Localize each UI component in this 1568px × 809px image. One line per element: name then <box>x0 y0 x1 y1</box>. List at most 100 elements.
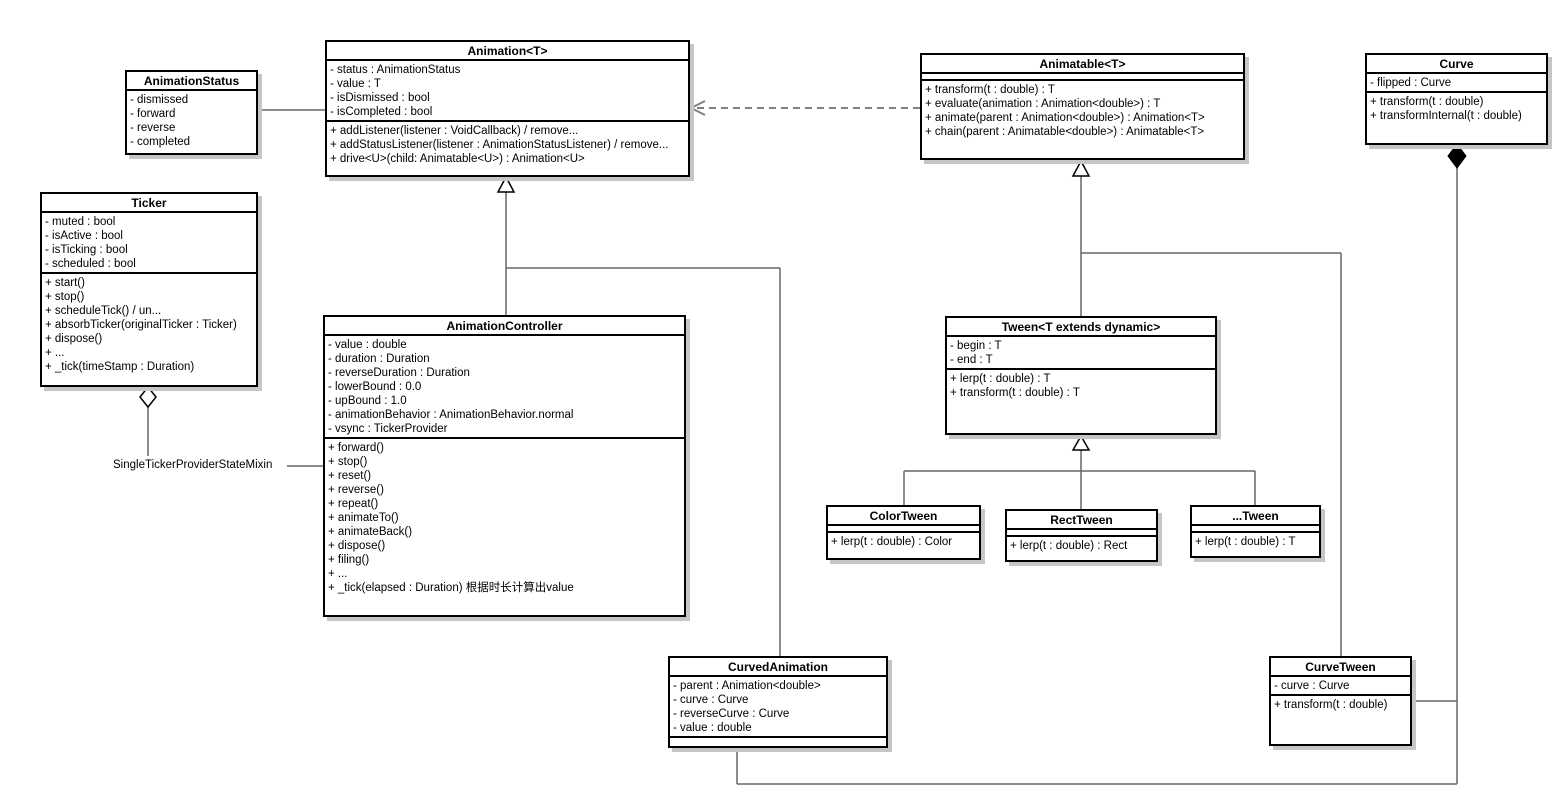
class-member: - curve : Curve <box>1274 680 1350 692</box>
class-member: - reverseDuration : Duration <box>328 367 470 379</box>
class-member: + stop() <box>45 291 85 303</box>
class-member: + scheduleTick() / un... <box>45 305 162 317</box>
class-member: + transformInternal(t : double) <box>1370 110 1522 122</box>
class-curve-tween[interactable]: CurveTween - curve : Curve + transform(t… <box>1269 656 1412 746</box>
class-member: - isActive : bool <box>45 230 123 242</box>
class-member: + addListener(listener : VoidCallback) /… <box>330 125 579 137</box>
class-animation-controller[interactable]: AnimationController - value : double- du… <box>323 315 686 617</box>
attributes-compartment <box>1007 528 1156 535</box>
class-member: + absorbTicker(originalTicker : Ticker) <box>45 319 237 331</box>
class-member: - muted : bool <box>45 216 116 228</box>
methods-compartment: + lerp(t : double) : Color <box>828 531 979 550</box>
class-member: - status : AnimationStatus <box>330 64 461 76</box>
class-member: + stop() <box>328 456 368 468</box>
class-member: - isCompleted : bool <box>330 106 433 118</box>
class-member: - begin : T <box>950 340 1002 352</box>
methods-compartment: + transform(t : double) <box>1271 694 1410 713</box>
attributes-compartment <box>922 72 1243 79</box>
class-title: Curve <box>1439 57 1474 71</box>
class-curve[interactable]: Curve - flipped : Curve + transform(t : … <box>1365 53 1548 145</box>
class-member: + ... <box>328 568 348 580</box>
class-animation[interactable]: Animation<T> - status : AnimationStatus-… <box>325 40 690 177</box>
class-title: ...Tween <box>1232 509 1279 523</box>
class-etc-tween[interactable]: ...Tween + lerp(t : double) : T <box>1190 505 1321 558</box>
class-member: - lowerBound : 0.0 <box>328 381 422 393</box>
edge-curve-composition[interactable] <box>736 166 1458 785</box>
class-member: + repeat() <box>328 498 379 510</box>
class-ticker[interactable]: Ticker - muted : bool- isActive : bool- … <box>40 192 258 387</box>
class-animation-status[interactable]: AnimationStatus - dismissed- forward- re… <box>125 70 258 155</box>
class-member: + animateTo() <box>328 512 399 524</box>
class-title: Animation<T> <box>467 44 548 58</box>
class-member: + evaluate(animation : Animation<double>… <box>925 98 1161 110</box>
class-title: CurvedAnimation <box>727 660 828 674</box>
class-member: + filing() <box>328 554 370 566</box>
class-member: - parent : Animation<double> <box>673 680 821 692</box>
class-tween[interactable]: Tween<T extends dynamic> - begin : T- en… <box>945 316 1217 435</box>
class-member: - dismissed <box>130 94 189 106</box>
class-title: Tween<T extends dynamic> <box>1001 320 1161 334</box>
attributes-compartment: - curve : Curve <box>1271 675 1410 694</box>
class-member: + animate(parent : Animation<double>) : … <box>925 112 1205 124</box>
class-member: + _tick(elapsed : Duration) 根据时长计算出value <box>328 582 574 594</box>
class-title: Ticker <box>131 196 167 210</box>
class-member: + lerp(t : double) : T <box>950 373 1051 385</box>
class-member: - upBound : 1.0 <box>328 395 407 407</box>
class-member: + start() <box>45 277 85 289</box>
label-single-ticker-provider-state-mixin[interactable]: SingleTickerProviderStateMixin <box>113 459 273 471</box>
class-member: - value : double <box>673 722 752 734</box>
class-member: + transform(t : double) <box>1370 96 1484 108</box>
class-member: - animationBehavior : AnimationBehavior.… <box>328 409 574 421</box>
edge-ticker-aggregation[interactable] <box>147 407 323 467</box>
attributes-compartment <box>1192 524 1319 531</box>
class-member: + transform(t : double) : T <box>950 387 1080 399</box>
attributes-compartment: - flipped : Curve <box>1367 72 1546 91</box>
class-member: + transform(t : double) : T <box>925 84 1055 96</box>
class-member: + drive<U>(child: Animatable<U>) : Anima… <box>330 153 585 165</box>
class-member: - reverse <box>130 122 176 134</box>
class-curved-animation[interactable]: CurvedAnimation - parent : Animation<dou… <box>668 656 888 748</box>
class-member: - curve : Curve <box>673 694 749 706</box>
class-member: + reverse() <box>328 484 384 496</box>
class-member: - reverseCurve : Curve <box>673 708 790 720</box>
methods-compartment: + forward()+ stop()+ reset()+ reverse()+… <box>325 437 684 596</box>
class-member: + lerp(t : double) : Color <box>831 536 953 548</box>
class-member: - isTicking : bool <box>45 244 128 256</box>
methods-compartment: + transform(t : double) + transformIntern… <box>1367 91 1546 124</box>
generalization-arrowhead-tween <box>1071 434 1091 451</box>
class-member: + animateBack() <box>328 526 413 538</box>
edge-generalization-animation[interactable] <box>505 192 781 656</box>
class-title: RectTween <box>1050 513 1113 527</box>
class-title: AnimationController <box>446 319 563 333</box>
class-title: ColorTween <box>869 509 938 523</box>
class-member: - value : double <box>328 339 407 351</box>
class-member: + dispose() <box>45 333 103 345</box>
attributes-compartment: - status : AnimationStatus- value : T- i… <box>327 59 688 120</box>
class-member: + transform(t : double) <box>1274 699 1388 711</box>
attributes-compartment: - muted : bool - isActive : bool - isTicki… <box>42 211 256 272</box>
generalization-arrowhead-animatable <box>1071 159 1091 177</box>
class-member: - isDismissed : bool <box>330 92 430 104</box>
methods-compartment: + lerp(t : double) : T <box>1192 531 1319 550</box>
class-color-tween[interactable]: ColorTween + lerp(t : double) : Color <box>826 505 981 560</box>
class-rect-tween[interactable]: RectTween + lerp(t : double) : Rect <box>1005 509 1158 562</box>
class-member: + reset() <box>328 470 372 482</box>
class-title: CurveTween <box>1305 660 1376 674</box>
edge-generalization-tween[interactable] <box>903 450 1256 509</box>
class-member: - scheduled : bool <box>45 258 136 270</box>
attributes-compartment: - begin : T- end : T <box>947 335 1215 368</box>
edge-animatable-animation-dependency[interactable] <box>690 100 920 116</box>
class-member: - vsync : TickerProvider <box>328 423 448 435</box>
edge-generalization-animatable[interactable] <box>1080 176 1342 656</box>
class-member: + lerp(t : double) : Rect <box>1010 540 1128 552</box>
attributes-compartment <box>828 524 979 531</box>
attributes-compartment: - value : double- duration : Duration- r… <box>325 334 684 437</box>
class-member: + chain(parent : Animatable<double>) : A… <box>925 126 1205 138</box>
methods-compartment: + addListener(listener : VoidCallback) /… <box>327 120 688 167</box>
class-member: + _tick(timeStamp : Duration) <box>45 361 195 373</box>
methods-compartment: + start() + stop() + scheduleTick() / un..… <box>42 272 256 375</box>
attributes-compartment: - parent : Animation<double> - curve : Cu… <box>670 675 886 736</box>
class-animatable[interactable]: Animatable<T> + transform(t : double) : … <box>920 53 1245 160</box>
